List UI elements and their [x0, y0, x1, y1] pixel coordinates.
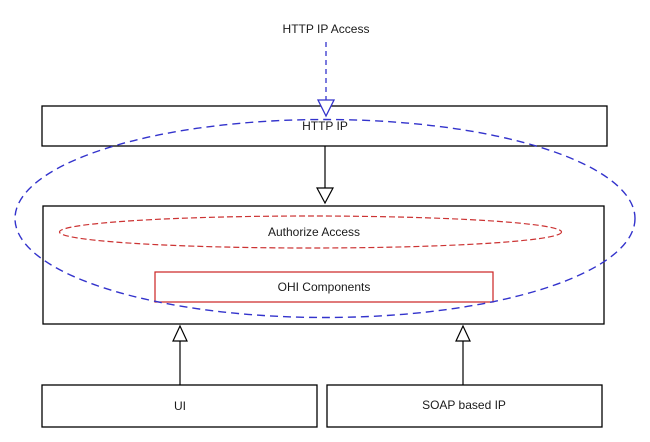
ui-label: UI — [174, 399, 186, 413]
http-ip-access-arrowhead-icon — [316, 99, 336, 118]
ui-to-components-arrowhead-icon — [172, 324, 188, 342]
blue-scope-ellipse — [14, 118, 636, 319]
http-ip-label: HTTP IP — [302, 119, 348, 133]
components-container-box — [42, 205, 605, 325]
soap-based-ip-box — [326, 384, 603, 428]
authorize-access-label: Authorize Access — [268, 225, 360, 239]
ohi-components-label: OHI Components — [278, 280, 371, 294]
ohi-components-box — [154, 271, 494, 303]
soap-based-ip-label: SOAP based IP — [422, 398, 506, 412]
soap-to-components-arrowhead-icon — [455, 324, 471, 342]
authorize-access-ellipse — [58, 215, 563, 249]
http-ip-to-components-arrowhead-icon — [316, 187, 334, 205]
http-ip-access-label: HTTP IP Access — [283, 22, 370, 36]
